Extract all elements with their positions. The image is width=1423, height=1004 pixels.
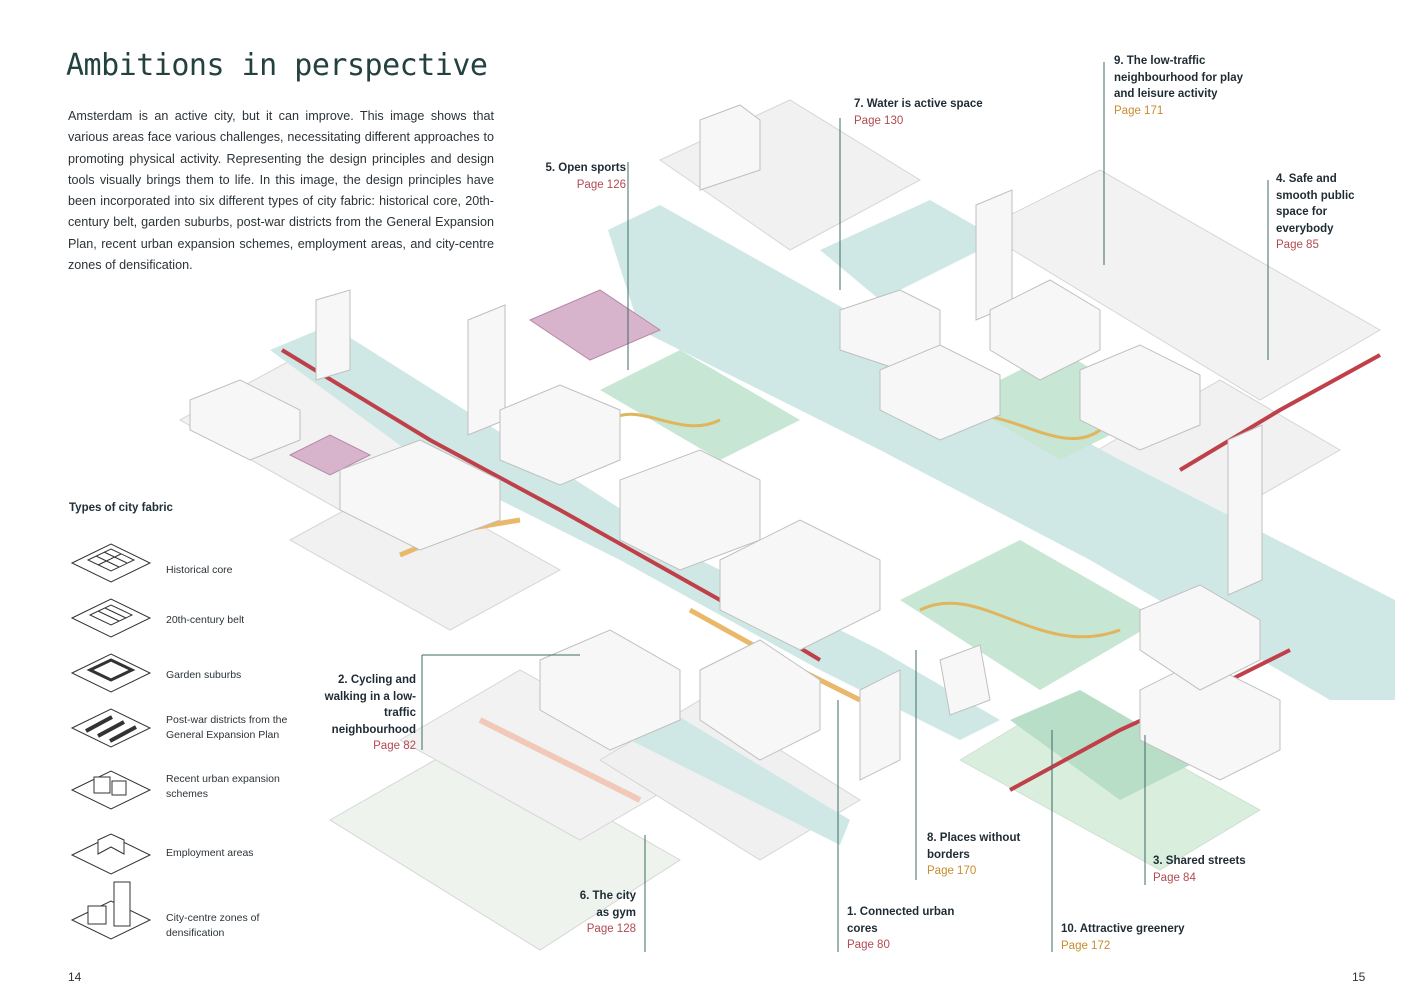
post-war-districts-icon bbox=[70, 708, 152, 748]
callout-title: 9. The low-traffic neighbourhood for pla… bbox=[1114, 55, 1244, 100]
callout-title: 8. Places without borders bbox=[927, 832, 1021, 861]
legend-title: Types of city fabric bbox=[69, 502, 173, 514]
legend-label-garden-suburbs: Garden suburbs bbox=[166, 669, 242, 681]
callout-title: 3. Shared streets bbox=[1153, 855, 1246, 867]
callout-page: Page 130 bbox=[854, 114, 904, 127]
buildings bbox=[189, 104, 1281, 781]
callout-page: Page 170 bbox=[927, 865, 977, 877]
intro-paragraph: Amsterdam is an active city, but it can … bbox=[68, 109, 494, 273]
callout-page: Page 82 bbox=[373, 740, 416, 752]
callout-page: Page 171 bbox=[1114, 104, 1164, 117]
callout-shared-streets: 3. Shared streets Page 84 bbox=[1153, 853, 1273, 886]
garden-suburbs-icon bbox=[70, 653, 152, 693]
callout-safe-public-space: 4. Safe and smooth public space for ever… bbox=[1276, 171, 1376, 254]
callout-page: Page 126 bbox=[576, 178, 626, 191]
page-title: Ambitions in perspective bbox=[66, 48, 488, 83]
callout-page: Page 84 bbox=[1153, 871, 1196, 884]
callout-page: Page 80 bbox=[847, 939, 890, 951]
legend-label-century-belt: 20th-century belt bbox=[166, 614, 245, 626]
page-number-left: 14 bbox=[68, 970, 82, 984]
recent-expansion-icon bbox=[70, 770, 152, 810]
callout-title: 5. Open sports bbox=[545, 162, 626, 174]
callout-title: 2. Cycling and walking in a low-traffic … bbox=[324, 674, 416, 736]
callout-open-sports: 5. Open sports Page 126 bbox=[540, 160, 626, 193]
callout-connected-cores: 1. Connected urban cores Page 80 bbox=[847, 904, 967, 954]
callout-low-traffic-play: 9. The low-traffic neighbourhood for pla… bbox=[1114, 53, 1259, 119]
callout-title: 1. Connected urban cores bbox=[847, 906, 955, 935]
callout-title: 10. Attractive greenery bbox=[1061, 923, 1185, 935]
legend-label-post-war: Post-war districts from the General Expa… bbox=[166, 714, 288, 741]
employment-areas-icon bbox=[70, 833, 152, 875]
callout-water-active: 7. Water is active space Page 130 bbox=[854, 96, 1004, 129]
callout-attractive-greenery: 10. Attractive greenery Page 172 bbox=[1061, 921, 1211, 954]
callout-title: 6. The city as gym bbox=[579, 890, 636, 919]
century-belt-icon bbox=[70, 598, 152, 638]
callout-city-as-gym: 6. The city as gym Page 128 bbox=[572, 888, 636, 938]
legend-label-employment: Employment areas bbox=[166, 847, 254, 859]
legend-label-historical-core: Historical core bbox=[166, 564, 233, 576]
legend-label-recent-expansion: Recent urban expansion schemes bbox=[166, 773, 280, 800]
callout-title: 7. Water is active space bbox=[854, 98, 983, 110]
historical-core-icon bbox=[70, 543, 152, 583]
page-number-right: 15 bbox=[1352, 970, 1366, 984]
densification-icon bbox=[70, 881, 152, 940]
callout-page: Page 128 bbox=[586, 923, 636, 935]
callout-title: 4. Safe and smooth public space for ever… bbox=[1276, 173, 1355, 235]
callout-places-without-borders: 8. Places without borders Page 170 bbox=[927, 830, 1037, 880]
legend-label-densification: City-centre zones of densification bbox=[166, 912, 260, 939]
callout-page: Page 172 bbox=[1061, 939, 1111, 952]
callout-page: Page 85 bbox=[1276, 239, 1319, 251]
callout-cycling-walking: 2. Cycling and walking in a low-traffic … bbox=[322, 672, 416, 755]
leader-lines bbox=[421, 62, 1269, 952]
